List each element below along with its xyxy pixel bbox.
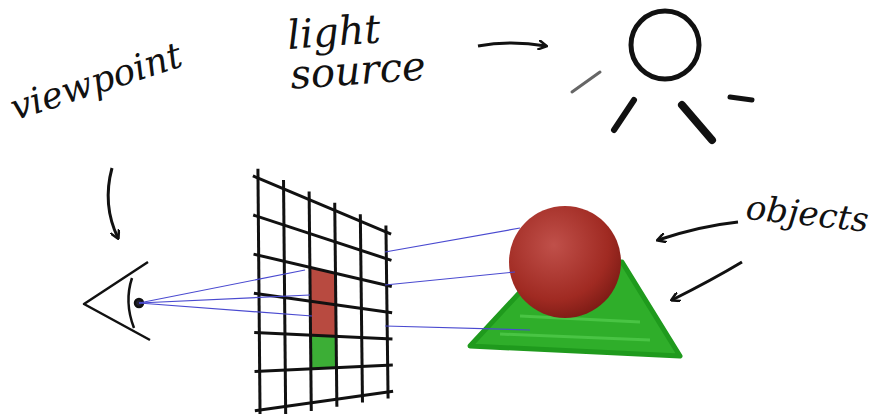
grid-line [254, 332, 392, 338]
leader-arrow [108, 168, 118, 238]
view-ray [385, 228, 520, 252]
pixel-cell [310, 301, 336, 336]
grid-line [253, 176, 391, 234]
sun-symbol [572, 11, 752, 140]
view-rays [139, 228, 530, 330]
plane-texture [500, 316, 650, 340]
leader-arrow [672, 262, 742, 300]
leader-arrow [478, 43, 546, 46]
view-ray [139, 303, 312, 316]
red-sphere [509, 206, 621, 318]
eye-symbol [84, 262, 150, 340]
view-ray [385, 272, 515, 285]
light-source-label: light source [286, 3, 461, 95]
grid-line [255, 365, 393, 371]
view-ray [139, 270, 305, 303]
view-ray [385, 326, 530, 330]
view-ray [139, 295, 310, 303]
image-plane-grid [253, 169, 393, 414]
grid-line [253, 215, 391, 260]
objects-label: objects [744, 190, 870, 237]
grid-line [254, 254, 392, 286]
viewpoint-label: viewpoint [6, 37, 186, 126]
grid-line [258, 169, 260, 414]
grid-line [255, 391, 393, 410]
leader-arrow [658, 222, 738, 240]
pixel-cell [311, 335, 337, 369]
